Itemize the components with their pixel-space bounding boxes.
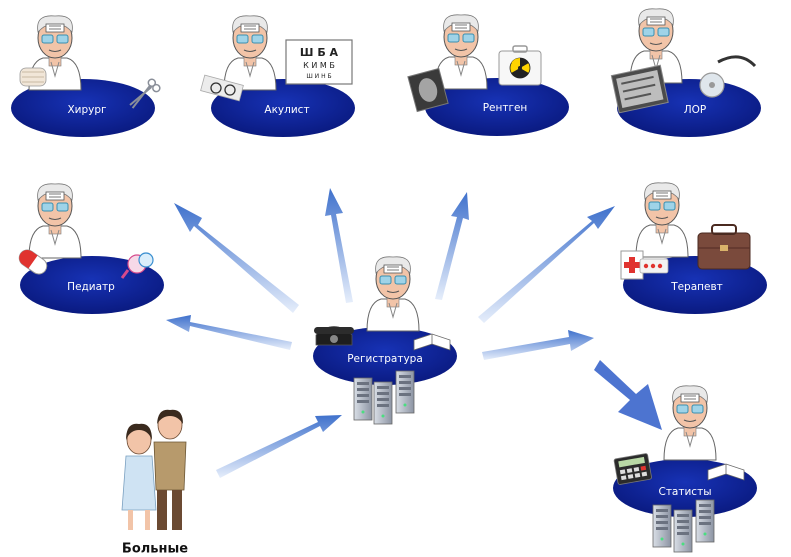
head-mirror-icon	[699, 55, 757, 98]
arrow-to-pediatrician-lower	[166, 315, 292, 350]
statistics-book-icon	[707, 463, 745, 481]
pediatrician-label: Педиатр	[67, 281, 115, 293]
node-surgeon: Хирург	[11, 15, 161, 137]
registry-doctor-icon	[366, 256, 420, 332]
therapist-label: Терапевт	[670, 281, 723, 293]
patient-man-icon	[153, 409, 187, 530]
node-registry: Регистратура	[313, 256, 457, 425]
telephone-icon	[314, 326, 354, 346]
pediatrician-doctor-icon	[28, 183, 82, 259]
therapist-doctor-icon	[635, 182, 689, 258]
arrows	[166, 188, 662, 478]
open-book-icon	[413, 333, 451, 351]
node-oculist: Ш Б А К И М Б Ш И Н Б Акулист	[200, 15, 355, 137]
eye-chart-row-1: Ш Б А	[300, 46, 339, 59]
medicine-box-icon	[620, 250, 669, 280]
statistics-label: Статисты	[658, 486, 711, 498]
eyeglasses-icon	[200, 74, 244, 102]
calculator-icon	[613, 453, 652, 485]
node-ent: ЛОР	[610, 8, 761, 137]
baby-rattle-icon	[120, 252, 154, 279]
patient-woman-icon	[121, 423, 157, 530]
xray-doctor-icon	[434, 14, 488, 90]
arrow-from-patients	[216, 415, 342, 478]
radiation-case-icon	[498, 45, 542, 86]
arrow-to-therapist	[482, 330, 594, 360]
xray-label: Рентген	[483, 102, 528, 114]
registry-label: Регистратура	[347, 353, 423, 365]
eye-chart-icon: Ш Б А К И М Б Ш И Н Б	[285, 39, 353, 85]
node-pediatrician: Педиатр	[18, 183, 164, 314]
ent-label: ЛОР	[684, 104, 707, 116]
patients-label: Больные	[121, 541, 189, 557]
arrow-to-oculist	[325, 188, 353, 303]
xray-ellipse	[425, 78, 569, 136]
oculist-ellipse	[211, 79, 355, 137]
instrument-case-icon	[610, 64, 669, 114]
surgeon-label: Хирург	[67, 104, 106, 116]
arrow-to-pediatrician	[174, 203, 299, 313]
statistics-doctor-icon	[663, 385, 717, 461]
oculist-label: Акулист	[264, 104, 309, 116]
node-statistics: Статисты	[613, 385, 757, 553]
pill-capsule-icon	[18, 249, 48, 275]
arrow-to-xray	[435, 192, 469, 300]
node-therapist: Терапевт	[620, 182, 767, 314]
eye-chart-row-2: К И М Б	[303, 61, 335, 70]
arrow-to-statistics	[594, 360, 662, 430]
scissors-icon	[129, 78, 161, 109]
arrow-to-ent	[478, 206, 615, 323]
node-patients	[121, 409, 187, 530]
bandaged-leg-icon	[19, 67, 47, 87]
surgeon-ellipse	[11, 79, 155, 137]
doctor-bag-icon	[697, 224, 751, 270]
oculist-doctor-icon	[223, 15, 277, 91]
xray-film-icon	[407, 67, 449, 113]
eye-chart-row-3: Ш И Н Б	[306, 73, 331, 80]
node-xray: Рентген	[407, 14, 569, 136]
